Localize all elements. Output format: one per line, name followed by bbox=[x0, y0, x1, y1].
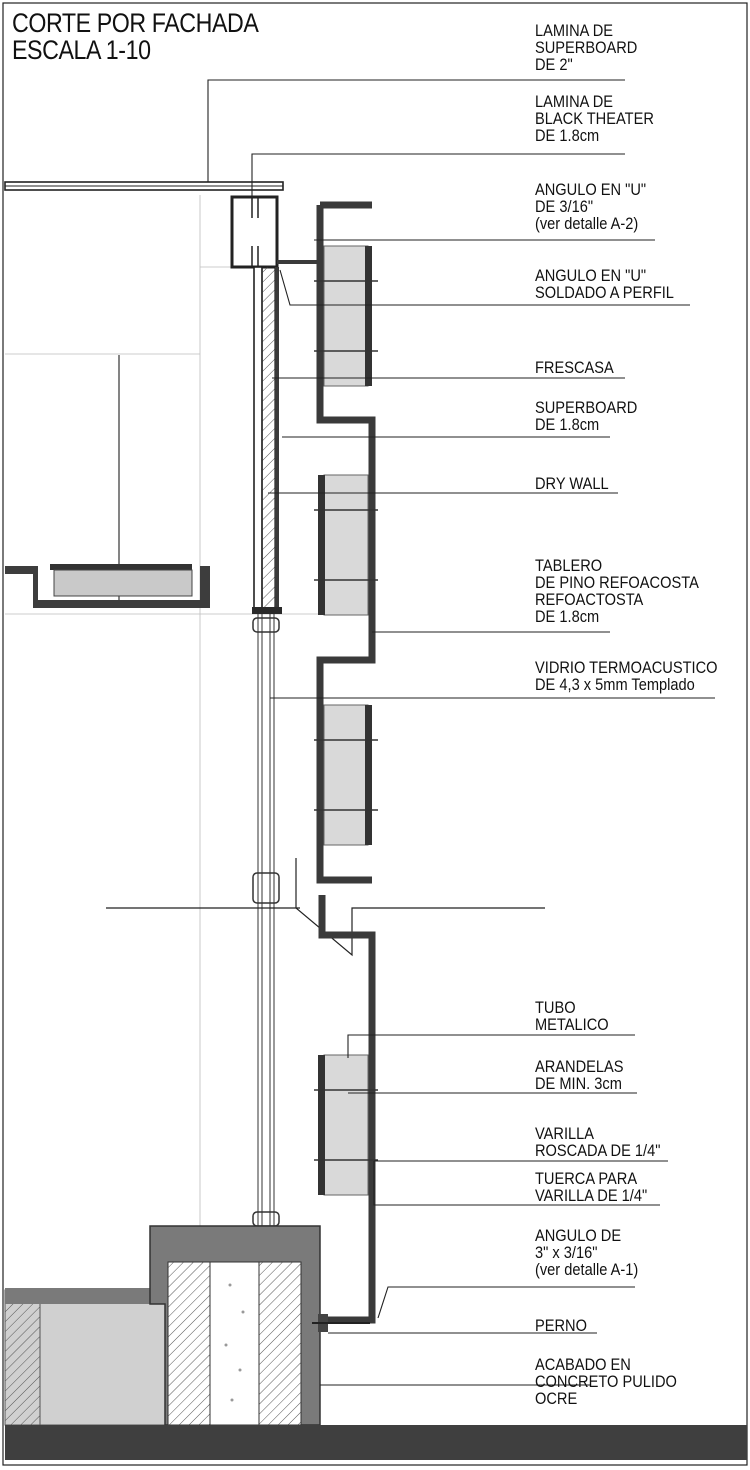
label-line: DRY WALL bbox=[535, 474, 609, 493]
label-line: ANGULO EN "U" bbox=[535, 266, 647, 285]
label-line: LAMINA DE bbox=[535, 92, 614, 111]
bolt bbox=[312, 1314, 370, 1332]
label-line: DE 2" bbox=[535, 55, 573, 74]
hanging-tray bbox=[5, 355, 210, 608]
label-line: DE PINO REFOACOSTA bbox=[535, 573, 699, 592]
u-channel-box bbox=[230, 195, 279, 269]
concrete-base bbox=[4, 1225, 747, 1460]
label-line: VARILLA DE 1/4" bbox=[535, 1186, 648, 1205]
label-line: VARILLA bbox=[535, 1124, 595, 1143]
label-line: VIDRIO TERMOACUSTICO bbox=[535, 658, 718, 677]
label-frescasa: FRESCASA bbox=[535, 359, 614, 376]
label-line: (ver detalle A-2) bbox=[535, 214, 639, 233]
label-line: SUPERBOARD bbox=[535, 38, 638, 57]
label-line: DE MIN. 3cm bbox=[535, 1074, 622, 1093]
label-line: LAMINA DE bbox=[535, 21, 614, 40]
label-dry-wall: DRY WALL bbox=[535, 475, 609, 492]
ceiling-panel bbox=[4, 181, 284, 191]
label-line: SUPERBOARD bbox=[535, 398, 638, 417]
label-line: BLACK THEATER bbox=[535, 109, 654, 128]
label-line: TABLERO bbox=[535, 556, 603, 575]
leader-lines bbox=[207, 79, 715, 1386]
label-line: TUBO bbox=[535, 998, 576, 1017]
wall-layers bbox=[252, 266, 282, 614]
glass-panel bbox=[252, 614, 280, 1230]
insulation-blocks bbox=[314, 245, 378, 1196]
label-line: 3" x 3/16" bbox=[535, 1243, 598, 1262]
label-line: ANGULO EN "U" bbox=[535, 180, 647, 199]
title-line-2: ESCALA 1-10 bbox=[12, 35, 151, 65]
label-line: FRESCASA bbox=[535, 358, 614, 377]
label-line: DE 3/16" bbox=[535, 197, 594, 216]
insulation-block bbox=[314, 704, 378, 846]
label-line: OCRE bbox=[535, 1389, 578, 1408]
label-line: TUERCA PARA bbox=[535, 1169, 638, 1188]
label-line: METALICO bbox=[535, 1015, 609, 1034]
label-line: CONCRETO PULIDO bbox=[535, 1372, 677, 1391]
label-line: ROSCADA DE 1/4" bbox=[535, 1141, 661, 1160]
label-line: ACABADO EN bbox=[535, 1355, 631, 1374]
steel-profile bbox=[316, 201, 376, 1324]
label-line: SOLDADO A PERFIL bbox=[535, 283, 674, 302]
break-line bbox=[106, 858, 545, 957]
label-line: ARANDELAS bbox=[535, 1057, 624, 1076]
insulation-block bbox=[314, 245, 378, 387]
label-line: DE 4,3 x 5mm Templado bbox=[535, 675, 695, 694]
insulation-block bbox=[314, 474, 378, 616]
label-angulo-u-316: ANGULO EN "U"DE 3/16"(ver detalle A-2) bbox=[535, 181, 646, 232]
drawing-title: CORTE POR FACHADA ESCALA 1-10 bbox=[12, 8, 259, 65]
label-perno: PERNO bbox=[535, 1317, 587, 1334]
label-line: DE 1.8cm bbox=[535, 126, 600, 145]
label-angulo-u-soldado: ANGULO EN "U"SOLDADO A PERFIL bbox=[535, 267, 674, 301]
insulation-block bbox=[314, 1054, 378, 1196]
label-line: PERNO bbox=[535, 1316, 588, 1335]
title-line-1: CORTE POR FACHADA bbox=[12, 8, 259, 38]
label-line: DE 1.8cm bbox=[535, 607, 600, 626]
label-line: DE 1.8cm bbox=[535, 415, 600, 434]
label-line: (ver detalle A-1) bbox=[535, 1260, 639, 1279]
label-line: ANGULO DE bbox=[535, 1226, 622, 1245]
label-line: REFOACTOSTA bbox=[535, 590, 644, 609]
